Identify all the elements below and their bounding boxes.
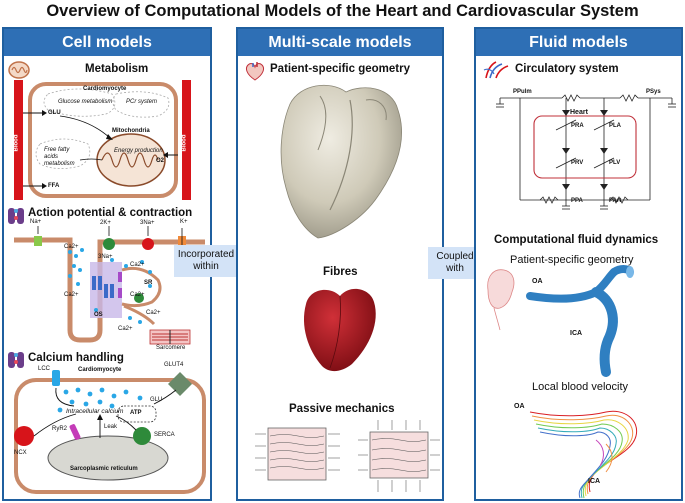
leak-label: Leak xyxy=(104,424,118,430)
passive-mechanics-title: Passive mechanics xyxy=(289,403,395,415)
sr-label: SR xyxy=(144,280,153,286)
blood-vessels-icon xyxy=(483,61,509,79)
3na-inner-label: 3Na+ xyxy=(98,254,113,260)
p-la-label: PLA xyxy=(609,123,621,129)
intracellular-label: Intracellular calcium xyxy=(66,408,124,415)
2k-label: 2K+ xyxy=(100,220,111,226)
page-title: Overview of Computational Models of the … xyxy=(46,2,639,20)
p-sys-label: PSys xyxy=(646,89,661,95)
coupled-line2: with xyxy=(446,263,464,274)
glucose-label: Glucose metabolism xyxy=(58,99,113,105)
mitochondria-icon xyxy=(8,61,30,79)
p-pulm-label: PPulm xyxy=(513,89,532,95)
metabolism-cell-label: Cardiomyocyte xyxy=(83,86,127,92)
ica-label-2: ICA xyxy=(588,478,601,485)
coupled-with-label: Coupled with xyxy=(428,247,482,279)
glut4-label: GLUT4 xyxy=(164,362,184,368)
cell-models-header: Cell models xyxy=(4,29,210,56)
lcc-label: LCC xyxy=(38,366,51,372)
glu-label: GLU xyxy=(48,110,61,116)
cfd-title: Computational fluid dynamics xyxy=(494,234,659,246)
circulatory-title: Circulatory system xyxy=(515,63,619,75)
multiscale-header: Multi-scale models xyxy=(238,29,442,56)
calcium-channel-icon xyxy=(8,352,24,368)
mitochondria-label: Mitochondria xyxy=(112,128,150,134)
glu-calcium-label: GLU xyxy=(150,397,163,403)
metabolism-title: Metabolism xyxy=(85,63,149,75)
p-pa-label: PPA xyxy=(571,198,583,204)
geometry-title: Patient-specific geometry xyxy=(270,63,410,75)
ca-label-3: Ca2+ xyxy=(64,292,79,298)
oa-label-2: OA xyxy=(514,403,525,410)
p-rv-label: PRV xyxy=(571,160,584,166)
pcr-label: PCr system xyxy=(126,99,158,105)
calcium-handling-title: Calcium handling xyxy=(28,352,124,364)
ca-label-1: Ca2+ xyxy=(64,244,79,250)
p-ra-label: PRA xyxy=(571,123,584,129)
k-label: K+ xyxy=(180,219,188,225)
coupled-line1: Coupled xyxy=(436,251,474,262)
p-lv-label: PLV xyxy=(609,160,621,166)
ca-label-2: Ca2+ xyxy=(130,262,145,268)
ca-label-4: Ca2+ xyxy=(146,310,161,316)
oa-label-1: OA xyxy=(532,278,543,285)
incorporated-line2: within xyxy=(193,261,219,272)
3na-label: 3Na+ xyxy=(140,220,155,226)
fluid-models-panel: Fluid models xyxy=(474,27,683,501)
incorporated-line1: Incorporated xyxy=(177,249,235,260)
sr-calcium-label: Sarcoplasmic reticulum xyxy=(70,466,138,472)
na-label: Na+ xyxy=(30,219,42,225)
ryr2-label: RyR2 xyxy=(52,426,68,432)
p-art-label: PArt xyxy=(609,198,622,204)
atp-label: ATP xyxy=(130,410,142,416)
sarcomere-label: Sarcomere xyxy=(156,345,186,351)
o2-label: O2 xyxy=(156,158,165,164)
ca-label-5: Ca2+ xyxy=(118,326,133,332)
heart-icon xyxy=(246,62,264,81)
ion-channel-icon xyxy=(8,208,24,224)
heart-circuit-label: Heart xyxy=(570,109,588,116)
calcium-cell-label: Cardiomyocyte xyxy=(78,367,122,373)
ica-label-1: ICA xyxy=(570,330,583,337)
ffa-label: FFA xyxy=(48,183,60,189)
serca-label: SERCA xyxy=(154,432,175,438)
fibres-title: Fibres xyxy=(323,266,358,278)
ffa-metabolism-label: Free fatty acids metabolism xyxy=(44,147,75,167)
fluid-models-header: Fluid models xyxy=(476,29,681,56)
velocity-subtitle: Local blood velocity xyxy=(532,381,629,393)
incorporated-within-label: Incorporated within xyxy=(174,245,238,277)
cfd-geometry-subtitle: Patient-specific geometry xyxy=(510,254,634,266)
os-label: OS xyxy=(94,312,103,318)
ca-small-label: Ca2+ xyxy=(130,292,145,298)
ncx-label: NCX xyxy=(14,450,27,456)
energy-label: Energy production xyxy=(114,148,163,154)
action-potential-title: Action potential & contraction xyxy=(28,207,193,219)
